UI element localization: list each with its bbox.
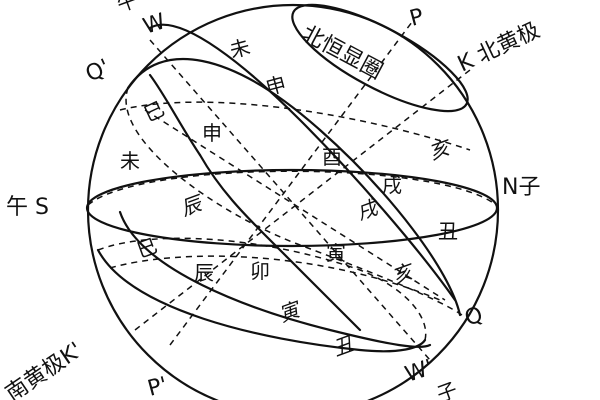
cross-axis-dashed [144, 109, 446, 301]
label-chen-center: 辰 [178, 190, 208, 220]
label-chen-lower: 辰 [194, 261, 214, 285]
vertical-axis-dashed [149, 39, 431, 361]
label-k-south-pole: 南黄极K' [1, 338, 87, 400]
label-wei-left: 未 [120, 149, 140, 173]
lower-dashed-ellipse [109, 255, 441, 301]
polar-axis-dashed [169, 21, 413, 346]
ecliptic-front-arc [148, 23, 457, 302]
north-circumpolar-ellipse [291, 3, 469, 113]
label-top-partial: 午 [114, 0, 141, 17]
label-hai-lower: 亥 [389, 258, 419, 288]
label-wu-s: 午 S [6, 195, 49, 220]
label-n-zi: N子 [502, 175, 540, 200]
label-bottom-partial: 子 [434, 377, 461, 400]
upper-dashed-ellipse [119, 101, 471, 151]
label-shen-upper: 申 [263, 71, 289, 99]
meridian-upper-arc [148, 73, 202, 157]
label-q-right: Q [462, 302, 487, 331]
label-p-bottom: P' [145, 373, 170, 400]
label-xu-right: 戌 [382, 173, 402, 197]
southern-arc-front [96, 248, 427, 353]
label-chou-right: 丑 [438, 219, 458, 243]
label-k-north-pole: K 北黄极 [454, 18, 544, 78]
horizon-circle-back [87, 170, 497, 206]
label-yin-center: 寅 [326, 241, 346, 265]
label-hai-right: 亥 [426, 134, 456, 164]
horizon-circle-front [85, 168, 499, 248]
label-shen-mid: 申 [202, 121, 222, 145]
label-xu-lower: 戌 [354, 194, 384, 224]
ecliptic-lower-arc [118, 210, 432, 348]
meridian-front-arc [198, 153, 362, 332]
label-north-circumpolar: 北恒显圈 [297, 21, 386, 84]
label-mao-center: 卯 [250, 259, 270, 283]
label-you-center: 酉 [322, 145, 342, 169]
ecliptic-axis-dashed [134, 69, 471, 331]
label-w-top: W [140, 9, 169, 40]
label-q-left: Q' [82, 55, 114, 88]
label-p-top: P [407, 4, 426, 32]
